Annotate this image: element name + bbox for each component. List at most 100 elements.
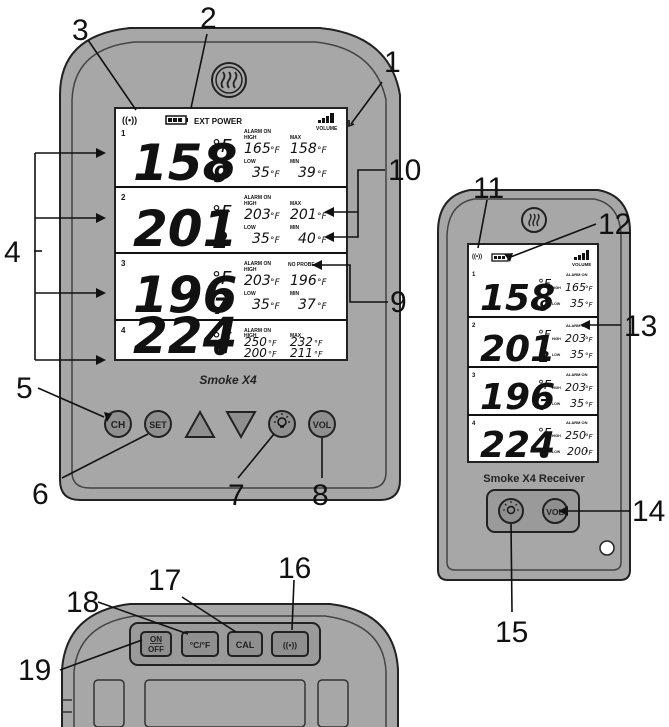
min-value: 211 bbox=[290, 346, 313, 360]
channel-unit: °F bbox=[538, 328, 552, 342]
receiver-bezel bbox=[446, 198, 622, 571]
vol-button[interactable]: VOL bbox=[308, 410, 336, 438]
receiver-channel-2: 2 201 °F 2 ALARM ON HIGH 203 °F LOW 35 °… bbox=[472, 323, 594, 370]
high-alarm-unit: °F bbox=[268, 339, 277, 348]
channel-decimal: 2 bbox=[539, 348, 549, 366]
max-label: MAX bbox=[290, 201, 302, 207]
high-label: HIGH bbox=[244, 267, 257, 273]
callout-numbers: 1 2 3 4 5 6 7 8 9 10 11 12 13 14 15 16 1… bbox=[4, 2, 665, 687]
low-label: LOW bbox=[552, 450, 561, 454]
low-label: LOW bbox=[244, 225, 256, 231]
lightbulb-icon bbox=[274, 413, 290, 428]
channel-decimal: 9 bbox=[213, 163, 228, 188]
high-alarm-value: 203 bbox=[565, 381, 586, 394]
callout-5: 5 bbox=[16, 372, 33, 405]
callout-11: 11 bbox=[473, 172, 504, 205]
channel-temperature: 196 bbox=[480, 377, 555, 418]
cal-label: CAL bbox=[236, 640, 255, 650]
volume-label: VOLUME bbox=[316, 126, 338, 132]
max-value: 201 bbox=[290, 207, 317, 223]
min-unit: °F bbox=[317, 170, 328, 180]
low-alarm-value: 35 bbox=[252, 165, 270, 181]
backlight-button[interactable] bbox=[268, 410, 296, 438]
min-label: MIN bbox=[290, 225, 300, 231]
high-alarm-unit: °F bbox=[585, 433, 594, 441]
alarm-on-label: ALARM ON bbox=[244, 261, 271, 267]
battery-icon bbox=[165, 115, 188, 125]
leader-lines bbox=[8, 33, 630, 671]
channel-number: 2 bbox=[472, 323, 476, 329]
unit-toggle-label: °C/°F bbox=[190, 640, 211, 650]
on-off-button[interactable]: ON OFF bbox=[140, 631, 172, 657]
down-arrow-button[interactable] bbox=[225, 411, 257, 440]
channel-number: 1 bbox=[121, 129, 126, 138]
receiver-signal-icon: ((•)) bbox=[472, 254, 482, 260]
callout-13: 13 bbox=[624, 310, 657, 343]
ch-button[interactable]: CH bbox=[104, 410, 132, 438]
callout-15: 15 bbox=[495, 616, 528, 649]
alarm-on-label: ALARM ON bbox=[244, 195, 271, 201]
receiver-backlight-button[interactable] bbox=[498, 498, 524, 524]
callout-4: 4 bbox=[4, 236, 21, 269]
receiver-lcd-screen bbox=[467, 243, 599, 463]
channel-decimal: 2 bbox=[213, 229, 228, 254]
low-alarm-value: 35 bbox=[570, 397, 584, 410]
callout-18: 18 bbox=[66, 586, 99, 619]
up-arrow-button[interactable] bbox=[184, 409, 216, 438]
receiver-logo bbox=[521, 207, 547, 233]
channel-decimal: 7 bbox=[213, 295, 229, 320]
high-alarm-value: 165 bbox=[565, 281, 586, 294]
receiver-unit: ((•)) VOLUME 1 158 °F 9 ALARM ON HIGH 16… bbox=[437, 189, 631, 581]
receiver-channel-1: 1 158 °F 9 ALARM ON HIGH 165 °F LOW 35 °… bbox=[472, 272, 594, 319]
pair-signal-button[interactable]: ((•)) bbox=[271, 631, 309, 657]
high-label: HIGH bbox=[552, 434, 561, 438]
receiver-volume-label: VOLUME bbox=[572, 262, 591, 267]
low-alarm-unit: °F bbox=[585, 401, 594, 409]
volume-bars-icon bbox=[318, 113, 334, 123]
channel-temperature: 201 bbox=[133, 200, 237, 258]
main-channel-2: 2 201 °F 2 ALARM ON HIGH 203 °F MAX 201 … bbox=[121, 193, 328, 258]
high-alarm-value: 203 bbox=[565, 332, 586, 345]
signal-icon: ((•)) bbox=[283, 640, 297, 650]
vol-button-label: VOL bbox=[313, 420, 332, 430]
low-label: LOW bbox=[552, 353, 561, 357]
high-alarm-unit: °F bbox=[585, 336, 594, 344]
min-label: MIN bbox=[290, 291, 300, 297]
receiver-channel-4: 4 224 °F 6 ALARM ON HIGH 250 °F LOW 200 … bbox=[472, 420, 594, 466]
alarm-on-label: ALARM ON bbox=[566, 272, 588, 277]
channel-temperature: 196 bbox=[133, 266, 237, 324]
low-label: LOW bbox=[552, 302, 561, 306]
max-label: MAX bbox=[290, 333, 302, 339]
cal-button[interactable]: CAL bbox=[227, 631, 263, 657]
unit-toggle-button[interactable]: °C/°F bbox=[181, 631, 219, 657]
channel-unit: °F bbox=[538, 426, 552, 440]
alarm-on-label: ALARM ON bbox=[566, 420, 588, 425]
low-alarm-value: 200 bbox=[567, 445, 588, 458]
channel-number: 4 bbox=[472, 421, 476, 427]
min-label: MIN bbox=[290, 159, 300, 165]
alarm-on-label: ALARM ON bbox=[244, 129, 271, 135]
min-unit: °F bbox=[317, 236, 328, 246]
high-alarm-value: 250 bbox=[565, 429, 586, 442]
max-label: MAX bbox=[290, 135, 302, 141]
set-button[interactable]: SET bbox=[144, 410, 172, 438]
callout-1: 1 bbox=[384, 46, 401, 79]
receiver-vol-label: VOL bbox=[546, 507, 563, 517]
callout-6: 6 bbox=[32, 478, 49, 511]
main-channel-3: 3 196 °F 7 ALARM ON HIGH 203 °F NO PROBE… bbox=[121, 259, 328, 324]
channel-number: 1 bbox=[472, 272, 476, 278]
low-alarm-unit: °F bbox=[585, 449, 594, 457]
max-value: 232 bbox=[290, 335, 313, 349]
high-alarm-unit: °F bbox=[270, 146, 281, 156]
channel-temperature: 201 bbox=[480, 329, 555, 370]
signal-status-icon: ((•)) bbox=[122, 115, 137, 125]
callout-2: 2 bbox=[200, 2, 217, 35]
max-value: 196 bbox=[290, 273, 317, 289]
high-label: HIGH bbox=[552, 337, 561, 341]
low-alarm-unit: °F bbox=[268, 350, 277, 359]
low-alarm-unit: °F bbox=[270, 302, 281, 312]
main-channel-4: 4 224 °F 6 ALARM ON HIGH 250 °F MAX 232 … bbox=[121, 307, 323, 365]
max-unit: °F bbox=[317, 212, 328, 222]
callout-14: 14 bbox=[632, 495, 665, 528]
channel-unit: °F bbox=[212, 329, 232, 350]
